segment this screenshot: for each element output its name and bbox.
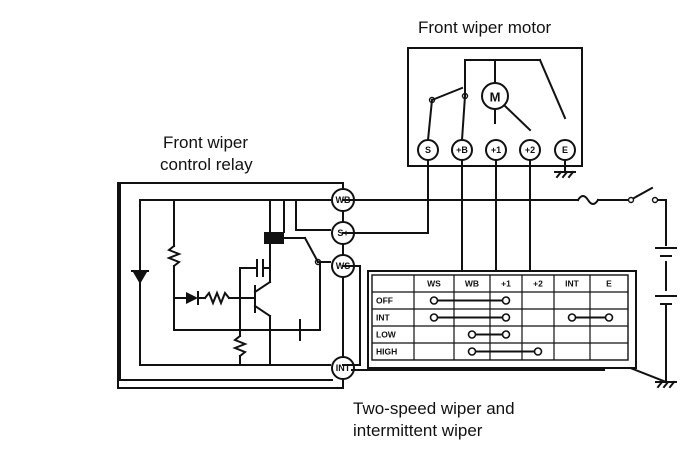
ignition-switch — [632, 186, 654, 200]
connection-dot — [604, 313, 614, 322]
table-grid — [371, 274, 629, 361]
resistor-3 — [232, 334, 248, 358]
table-row-label: HIGH — [376, 347, 397, 357]
table-row-label: OFF — [376, 296, 393, 306]
relay-housing — [117, 182, 344, 389]
table-header: WS — [427, 279, 441, 289]
fuse-symbol — [576, 195, 600, 205]
diode-symbol — [133, 272, 147, 284]
relay-coil — [264, 232, 284, 244]
relay-terminal-label: INT — [336, 363, 351, 373]
table-header: WB — [465, 279, 479, 289]
table-header: +2 — [533, 279, 543, 289]
ignition-switch-contact-1 — [627, 196, 635, 204]
motor-terminal-label: +2 — [525, 145, 535, 155]
connection-dot — [467, 347, 477, 356]
motor-terminal-label: +B — [456, 145, 468, 155]
relay-title-line1: Front wiper — [163, 133, 248, 152]
table-row-label: LOW — [376, 330, 397, 340]
relay-terminal-3 — [331, 356, 355, 380]
connection-dot — [429, 313, 439, 322]
motor-symbol-label: M — [490, 90, 501, 105]
connection-dot — [429, 296, 439, 305]
caption-line2: intermittent wiper — [353, 421, 483, 440]
connection-dot — [567, 313, 577, 322]
resistor-2 — [203, 290, 231, 306]
connection-dot — [501, 330, 511, 339]
relay-internal-circuit — [131, 199, 331, 366]
motor-terminal-label: S — [425, 145, 431, 155]
connection-dot — [501, 313, 511, 322]
relay-title-line2: control relay — [160, 155, 253, 174]
connection-dot — [467, 330, 477, 339]
connection-dot — [501, 296, 511, 305]
table-header: INT — [565, 279, 580, 289]
resistor-1 — [166, 244, 182, 268]
motor-internal-wiring: M — [426, 58, 567, 142]
diode-2 — [186, 292, 198, 304]
connection-dot — [533, 347, 543, 356]
motor-terminals: S +B +1 +2 E — [417, 139, 576, 161]
caption-line1: Two-speed wiper and — [353, 399, 515, 418]
table-header: +1 — [501, 279, 511, 289]
table-row-label: INT — [376, 313, 391, 323]
motor-terminal-label: E — [562, 145, 568, 155]
motor-title: Front wiper motor — [418, 18, 552, 37]
table-header: E — [606, 279, 612, 289]
motor-terminal-label: +1 — [491, 145, 501, 155]
